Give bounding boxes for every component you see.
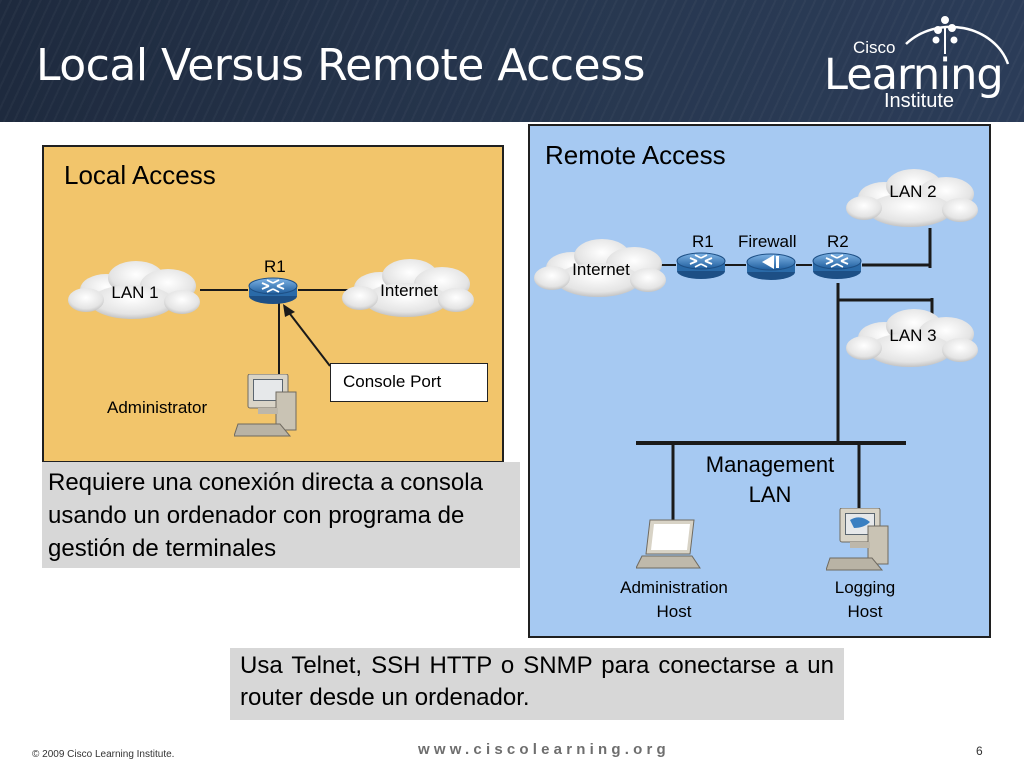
header-texture <box>0 0 1024 122</box>
remote-r2-router-icon <box>812 250 862 280</box>
administrator-label: Administrator <box>107 398 208 417</box>
lan3-label: LAN 3 <box>889 326 937 345</box>
local-internet-label: Internet <box>380 281 438 300</box>
administration-host-laptop-icon <box>636 518 702 570</box>
administration-host-line2: Host <box>656 602 692 621</box>
management-lan-line2: LAN <box>748 482 792 507</box>
cisco-learning-institute-logo: Cisco Learning Institute <box>820 4 1020 118</box>
logging-host-label: Logging Host <box>800 576 930 624</box>
local-r1-label: R1 <box>264 257 286 276</box>
administration-host-label: Administration Host <box>604 576 744 624</box>
management-lan-line1: Management <box>705 452 835 477</box>
firewall-icon <box>746 250 796 282</box>
slide-title: Local Versus Remote Access <box>36 40 645 91</box>
logo-word: Learning <box>824 50 1004 100</box>
slide-header: Local Versus Remote Access Cisco Learnin… <box>0 0 1024 122</box>
logging-host-line1: Logging <box>834 578 896 597</box>
administration-host-line1: Administration <box>620 578 728 597</box>
console-port-callout: Console Port <box>330 363 488 402</box>
management-lan-label: Management LAN <box>690 450 850 510</box>
remote-internet-cloud: Internet <box>532 236 670 300</box>
logo-sub: Institute <box>884 90 955 112</box>
local-access-heading: Local Access <box>64 160 216 190</box>
remote-r1-router-icon <box>676 250 726 280</box>
lan2-label: LAN 2 <box>889 182 937 201</box>
logo-brand: Cisco <box>853 38 896 57</box>
local-internet-cloud: Internet <box>340 256 478 320</box>
logging-host-line2: Host <box>847 602 883 621</box>
lan2-cloud: LAN 2 <box>844 166 982 230</box>
footer-url: www.ciscolearning.org <box>418 741 670 758</box>
footer-copyright: © 2009 Cisco Learning Institute. <box>32 749 175 760</box>
logo-arc-icon <box>905 16 1010 65</box>
firewall-label: Firewall <box>738 232 797 251</box>
administrator-pc-icon <box>234 374 304 440</box>
remote-internet-label: Internet <box>572 260 630 279</box>
remote-r1-label: R1 <box>692 232 714 251</box>
local-r1-router-icon <box>248 275 298 305</box>
remote-access-heading: Remote Access <box>545 140 726 170</box>
remote-r2-label: R2 <box>827 232 849 251</box>
local-access-note: Requiere una conexión directa a consola … <box>42 462 520 568</box>
logging-host-pc-icon <box>826 508 896 574</box>
lan3-cloud: LAN 3 <box>844 306 982 370</box>
page-number: 6 <box>976 744 983 758</box>
lan1-cloud: LAN 1 <box>66 258 204 322</box>
remote-access-note: Usa Telnet, SSH HTTP o SNMP para conecta… <box>230 648 844 720</box>
lan1-label: LAN 1 <box>111 283 159 302</box>
